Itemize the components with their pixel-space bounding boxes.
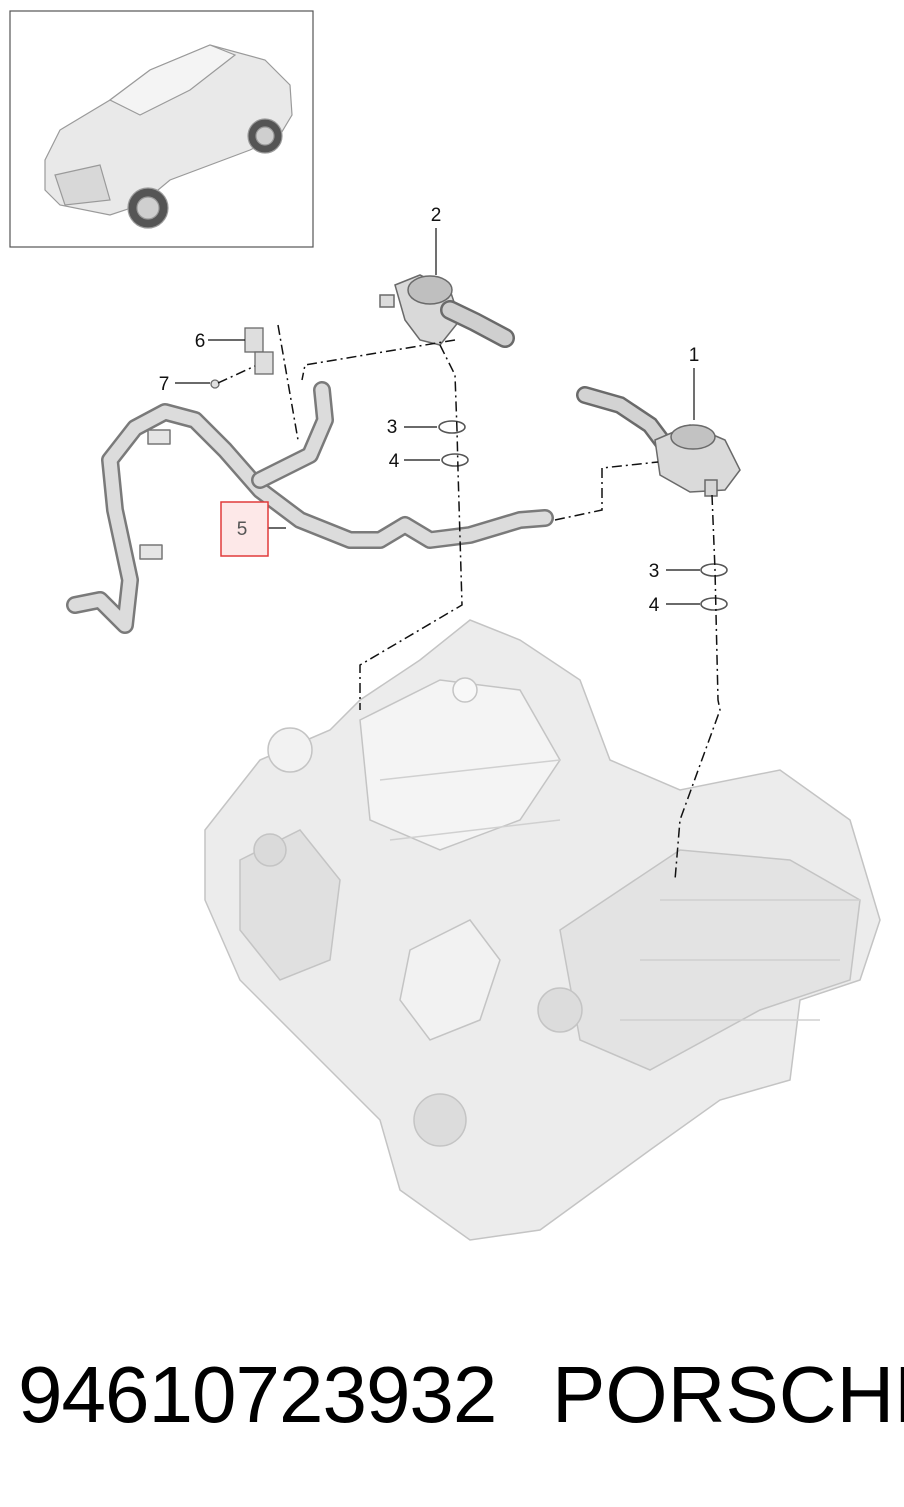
- brand-name: PORSCHE: [552, 1350, 904, 1439]
- oil-separator-part-1: [576, 386, 741, 497]
- callout-4-upper: 4: [389, 451, 400, 472]
- callouts: 1 2 3 4 3 4 5 6 7: [159, 205, 700, 616]
- engine-block: [204, 619, 881, 1241]
- highlight-box: [220, 501, 269, 557]
- callout-6: 6: [195, 331, 206, 352]
- assembly-lines: [217, 324, 721, 881]
- callout-4-lower: 4: [649, 595, 660, 616]
- callout-1: 1: [689, 345, 700, 366]
- callout-2: 2: [431, 205, 442, 226]
- part-number: 94610723932: [18, 1350, 497, 1439]
- breather-hose: [66, 381, 554, 634]
- callout-3-lower: 3: [649, 561, 660, 582]
- callout-3-upper: 3: [387, 417, 398, 438]
- vehicle-thumbnail: [9, 10, 314, 248]
- car-icon: [44, 44, 293, 229]
- callout-7: 7: [159, 374, 170, 395]
- leader-lines: [175, 228, 700, 605]
- bracket-part-6: [244, 327, 274, 375]
- footer: 94610723932 PORSCHE: [0, 1340, 904, 1450]
- bolt-part-7: [210, 379, 220, 389]
- parts-diagram: 1 2 3 4 3 4 5 6 7: [9, 10, 881, 1241]
- oil-separator-part-2: [379, 274, 515, 348]
- o-rings: [438, 420, 728, 611]
- callout-5: 5: [237, 519, 248, 540]
